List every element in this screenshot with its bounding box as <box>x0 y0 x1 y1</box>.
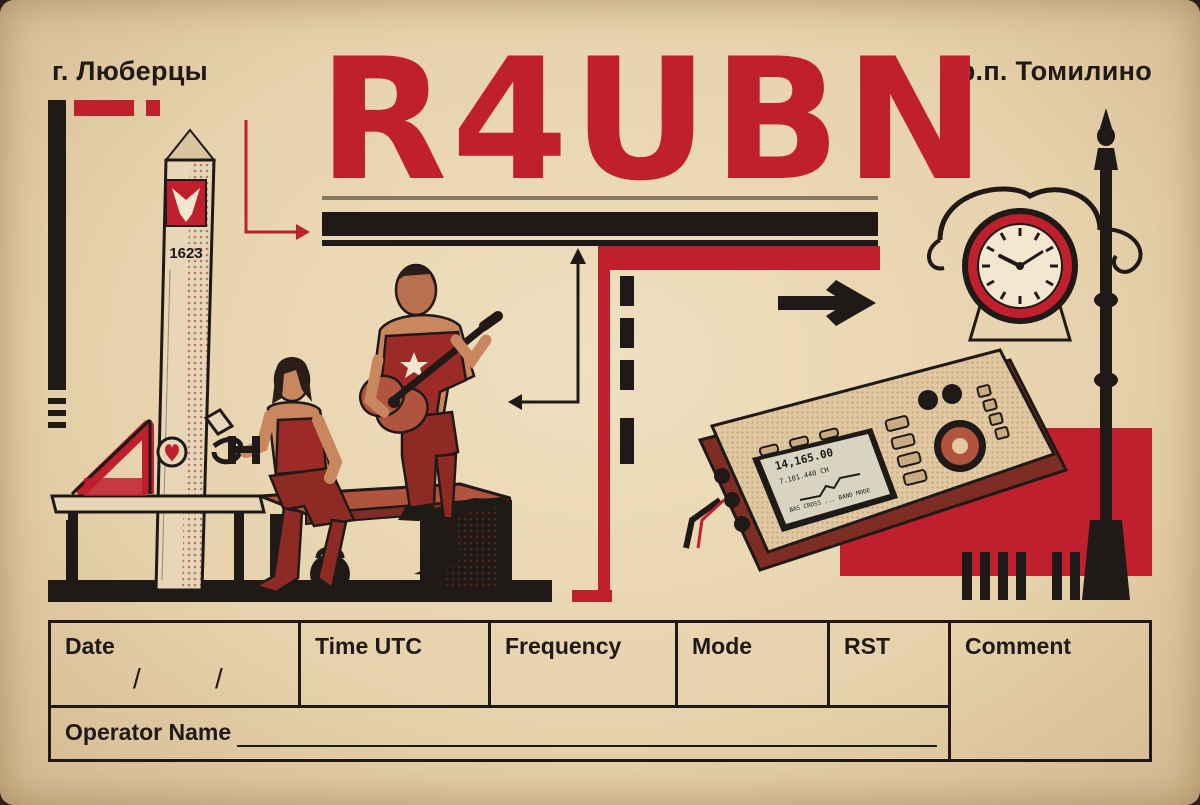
time-utc-label: Time UTC <box>315 633 422 659</box>
mode-label: Mode <box>692 633 753 659</box>
date-field[interactable]: Date / / <box>51 623 301 705</box>
operator-name-label: Operator Name <box>65 719 232 745</box>
arrow-right-black <box>778 280 876 326</box>
city-right-label: р.п. Томилино <box>958 56 1152 86</box>
qso-log-table: Date / / Time UTC Frequency Mode RST Com… <box>48 620 1152 762</box>
park-table <box>50 478 266 582</box>
date-separator-2: / <box>215 663 223 694</box>
arrow-right-red <box>244 120 310 240</box>
street-clock <box>927 108 1143 600</box>
operator-name-field[interactable] <box>237 745 937 747</box>
obelisk: 1623 <box>154 128 217 592</box>
arrow-corner-black <box>508 248 586 410</box>
woman-figure <box>228 357 356 594</box>
city-left-label: г. Люберцы <box>52 56 209 86</box>
frequency-label: Frequency <box>505 633 622 659</box>
row-divider <box>51 705 951 708</box>
time-utc-field[interactable]: Time UTC <box>301 623 491 705</box>
comment-divider <box>948 705 951 759</box>
frequency-field[interactable]: Frequency <box>491 623 678 705</box>
comment-label: Comment <box>965 633 1072 659</box>
illustration: 1623 <box>48 100 1152 602</box>
callsign-title: R4UBN <box>318 22 990 218</box>
rst-label: RST <box>844 633 890 659</box>
obelisk-year: 1623 <box>169 245 202 262</box>
comment-field[interactable]: Comment <box>951 623 1149 759</box>
rst-field[interactable]: RST <box>830 623 951 705</box>
date-label: Date <box>65 633 115 659</box>
love-sculpture <box>70 408 244 499</box>
man-figure <box>358 263 503 576</box>
radio-transceiver: 14,165.00 7.101.440 CH BAS CROSS ... BAN… <box>683 348 1069 572</box>
date-separator-1: / <box>133 663 141 694</box>
mode-field[interactable]: Mode <box>678 623 830 705</box>
